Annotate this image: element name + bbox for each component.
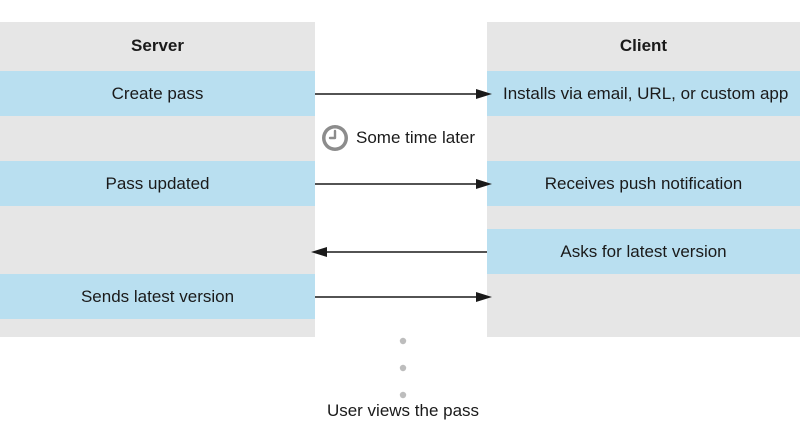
dot [400,338,406,344]
dot [400,365,406,371]
final-step-label: User views the pass [300,401,506,421]
dot [400,392,406,398]
